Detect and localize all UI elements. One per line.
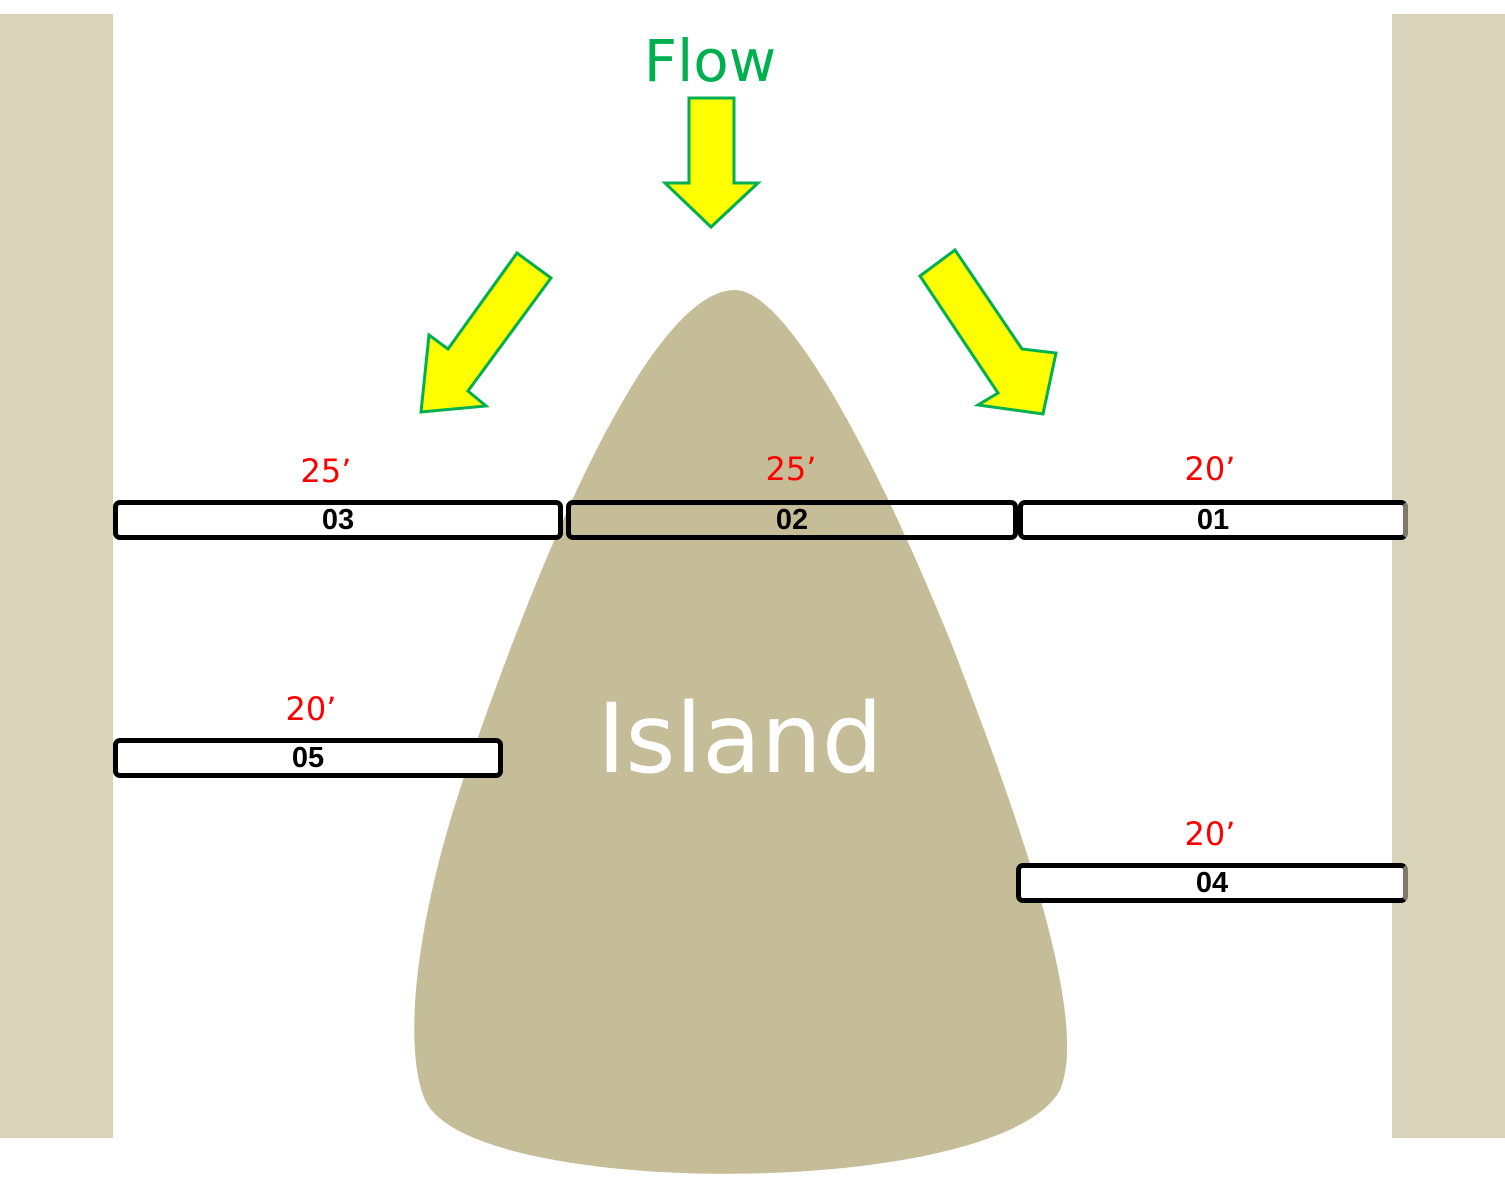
transect-02-label: 02 xyxy=(775,504,809,536)
transect-03-length: 25’ xyxy=(300,452,352,490)
right-river-bank xyxy=(1392,14,1505,1138)
left-river-bank xyxy=(0,14,113,1138)
island-label: Island xyxy=(597,683,883,795)
transect-01-length: 20’ xyxy=(1184,450,1236,488)
island-shape xyxy=(414,290,1068,1174)
transect-02[interactable]: 02 xyxy=(566,500,1018,540)
transect-04-label: 04 xyxy=(1195,867,1229,899)
transect-01-label: 01 xyxy=(1196,504,1230,536)
flow-arrow-down-left-icon xyxy=(419,250,554,414)
transect-05-label: 05 xyxy=(291,742,325,774)
flow-label: Flow xyxy=(643,27,777,95)
transect-03[interactable]: 03 xyxy=(113,500,563,540)
transect-01[interactable]: 01 xyxy=(1018,500,1408,540)
transect-05-length: 20’ xyxy=(285,690,337,728)
transect-03-label: 03 xyxy=(321,504,355,536)
transect-04[interactable]: 04 xyxy=(1016,863,1408,903)
transect-02-length: 25’ xyxy=(765,450,817,488)
transect-05[interactable]: 05 xyxy=(113,738,503,778)
flow-arrow-down-icon xyxy=(661,96,762,230)
transect-04-length: 20’ xyxy=(1184,815,1236,853)
flow-arrow-down-right-icon xyxy=(917,247,1058,416)
